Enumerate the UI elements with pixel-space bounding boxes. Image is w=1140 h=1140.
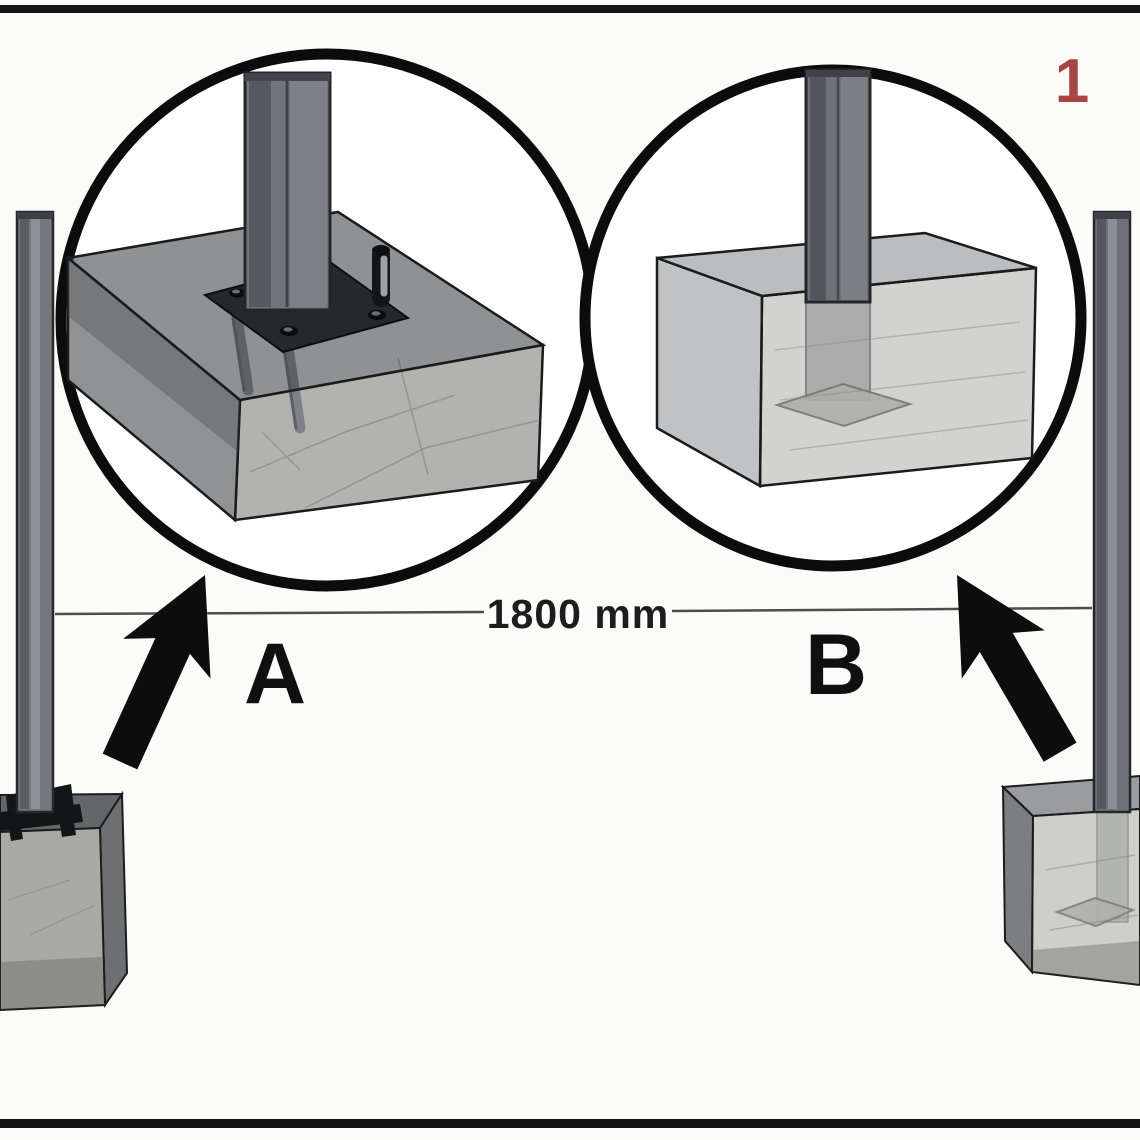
detail-label-a: A	[244, 626, 306, 722]
left-bracket-right-lug	[52, 784, 74, 812]
arrow-b-shape	[957, 575, 1077, 762]
left-block-texture-cracks	[7, 879, 96, 936]
post-a-detail	[243, 71, 332, 312]
right-post-highlight-band	[1108, 215, 1117, 809]
right-post-top-cap	[1094, 212, 1130, 219]
arrow-a-shape	[102, 575, 211, 770]
post-a-highlight-band	[290, 76, 327, 307]
anchor-bolt-cap	[372, 245, 390, 255]
right-post	[1092, 210, 1132, 814]
post-a-top-cap	[245, 73, 330, 81]
right-block-side-face	[1001, 784, 1035, 975]
left-post-top-cap	[17, 212, 53, 219]
left-post-assembly	[0, 210, 129, 1012]
detail-circle-a	[55, 48, 599, 592]
bolt-hole-front-highlight	[283, 327, 293, 332]
right-block-bottom-band	[1032, 941, 1140, 985]
dimension-label: 1800 mm	[487, 591, 670, 637]
anchor-bolt-standing	[372, 245, 390, 307]
post-b-detail	[804, 68, 872, 304]
bolt-hole-right-highlight	[371, 311, 381, 316]
dimension-line-right	[671, 606, 1093, 613]
frame-top-border	[0, 5, 1140, 13]
detail-circle-b	[579, 64, 1087, 572]
detail-label-b: B	[805, 617, 867, 713]
left-block-bottom-band	[0, 957, 105, 1010]
left-post-highlight-band	[31, 215, 40, 809]
block-b-texture-striations	[774, 321, 1029, 451]
left-post	[15, 210, 55, 814]
arrow-b-icon	[957, 575, 1077, 762]
left-bracket-right-foot	[60, 822, 76, 837]
post-a-shade-band	[249, 76, 271, 307]
left-post-shade-band	[20, 215, 29, 809]
left-bracket-left-foot	[9, 827, 23, 841]
base-plate-bolt-holes	[229, 288, 386, 336]
frame-bottom-border	[0, 1119, 1140, 1128]
bolt-hole-back-left-highlight	[232, 289, 240, 294]
block-b-front-right-face	[758, 266, 1038, 488]
post-b-shade-band	[810, 73, 826, 300]
post-b-top-cap	[806, 70, 870, 77]
right-post-shade-band	[1097, 215, 1106, 809]
step-number: 1	[1055, 47, 1089, 116]
block-a-texture-cracks	[249, 357, 541, 509]
dimension-line-left	[54, 610, 485, 616]
block-a-left-face-shadow-band	[68, 258, 240, 452]
arrow-a-icon	[102, 575, 211, 770]
right-block-texture-cracks	[1044, 854, 1139, 931]
right-post-assembly	[1000, 210, 1140, 987]
dimension-1800mm: 1800 mm	[54, 591, 1093, 637]
post-b-highlight-band	[841, 73, 867, 300]
